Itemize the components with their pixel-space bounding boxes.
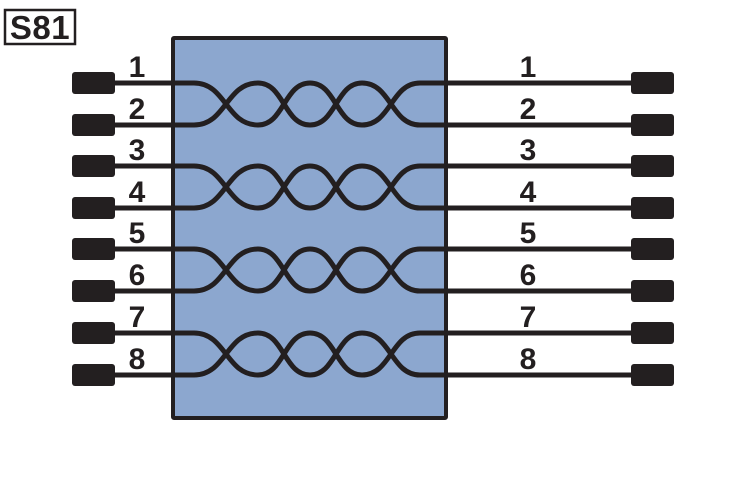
pin-block-left-4 (72, 197, 115, 219)
cable-sheath (171, 36, 448, 420)
pin-number-right-5: 5 (520, 217, 537, 250)
component-label: S81 (3, 8, 77, 46)
pin-block-right-2 (631, 114, 674, 136)
pin-numbers: 1 2 3 4 5 6 7 8 1 2 3 4 5 6 7 8 (129, 51, 537, 376)
pin-number-right-3: 3 (520, 134, 537, 167)
wire-pin-8 (92, 330, 652, 378)
wire-pin-1 (92, 80, 652, 128)
wire-pin-3 (92, 163, 652, 211)
pin-block-left-3 (72, 155, 115, 177)
pin-block-right-7 (631, 322, 674, 344)
pin-block-right-3 (631, 155, 674, 177)
pin-number-left-5: 5 (129, 217, 146, 250)
component-label-text: S81 (10, 9, 70, 46)
pin-number-right-2: 2 (520, 93, 537, 126)
pin-block-left-7 (72, 322, 115, 344)
pin-block-left-1 (72, 72, 115, 94)
wire-pin-5 (92, 246, 652, 294)
pin-number-left-6: 6 (129, 259, 146, 292)
pin-number-right-7: 7 (520, 301, 537, 334)
pin-block-right-5 (631, 238, 674, 260)
pin-number-right-1: 1 (520, 51, 537, 84)
wires (92, 80, 652, 378)
wire-pin-6 (92, 246, 652, 294)
wire-pin-4 (92, 163, 652, 211)
pin-number-right-6: 6 (520, 259, 537, 292)
pin-number-left-7: 7 (129, 301, 146, 334)
pin-number-left-2: 2 (129, 93, 146, 126)
pin-block-left-8 (72, 364, 115, 386)
pin-number-left-4: 4 (129, 176, 146, 209)
pin-block-right-8 (631, 364, 674, 386)
pin-number-right-8: 8 (520, 343, 537, 376)
pin-block-left-2 (72, 114, 115, 136)
pin-block-left-5 (72, 238, 115, 260)
component-label-box (3, 8, 77, 46)
wire-pin-7 (92, 330, 652, 378)
pin-block-right-4 (631, 197, 674, 219)
pin-block-right-6 (631, 280, 674, 302)
pin-number-left-3: 3 (129, 134, 146, 167)
pin-number-left-8: 8 (129, 343, 146, 376)
pin-block-right-1 (631, 72, 674, 94)
connector-pins (72, 72, 674, 386)
pin-number-left-1: 1 (129, 51, 146, 84)
pin-number-right-4: 4 (520, 176, 537, 209)
wire-pin-2 (92, 80, 652, 128)
pin-block-left-6 (72, 280, 115, 302)
